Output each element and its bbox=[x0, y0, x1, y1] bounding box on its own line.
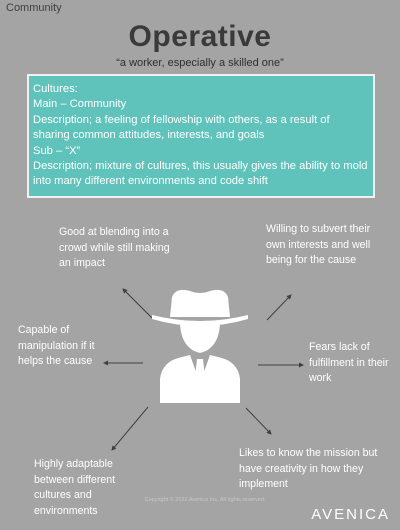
main-culture-description: Description; a feeling of fellowship wit… bbox=[33, 113, 330, 142]
arrow-up-left bbox=[122, 288, 153, 319]
sub-culture-description: Description; mixture of cultures, this u… bbox=[33, 160, 368, 188]
trait-blending: Good at blending into a crowd while stil… bbox=[59, 226, 170, 269]
cultures-heading: Cultures: bbox=[33, 83, 78, 95]
arrow-up-right bbox=[266, 294, 292, 321]
copyright-notice: Copyright © 2022 Avenica Inc. All rights… bbox=[144, 497, 266, 503]
trait-adaptable: Highly adaptable between different cultu… bbox=[34, 458, 116, 517]
main-culture-line: Main – Community bbox=[33, 98, 127, 111]
arrow-down-right bbox=[245, 407, 272, 435]
corner-label: Community bbox=[6, 2, 62, 14]
trait-manipulation: Capable of manipulation if it helps the … bbox=[18, 324, 95, 367]
page-subtitle: “a worker, especially a skilled one” bbox=[116, 57, 284, 69]
secret-agent-icon bbox=[152, 289, 248, 403]
brand-logo: AVENICA bbox=[311, 506, 390, 523]
trait-subvert: Willing to subvert their own interests a… bbox=[266, 223, 371, 266]
arrow-down-left bbox=[111, 406, 149, 451]
cultures-box: Cultures: Main – Community Description; … bbox=[27, 74, 375, 198]
trait-mission: Likes to know the mission but have creat… bbox=[239, 447, 378, 490]
page-title: Operative bbox=[128, 20, 272, 53]
trait-fulfillment: Fears lack of fulfillment in their work bbox=[309, 341, 389, 384]
sub-culture-line: Sub – “X” bbox=[33, 144, 81, 157]
